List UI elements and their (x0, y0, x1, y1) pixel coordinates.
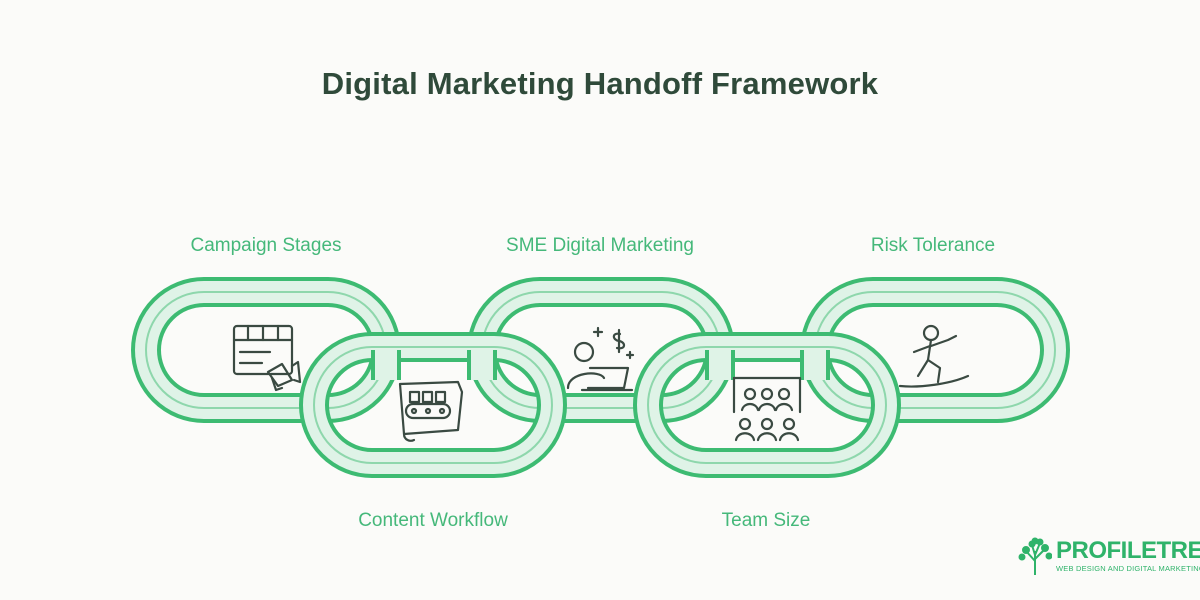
diagram-title: Digital Marketing Handoff Framework (321, 66, 879, 101)
calendar-megaphone-icon (232, 324, 302, 392)
tree-icon (1018, 537, 1052, 575)
profiletree-logo: PROFILETREE WEB DESIGN AND DIGITAL MARKE… (1018, 537, 1200, 577)
label-risk-tolerance: Risk Tolerance (870, 235, 996, 256)
label-team-size: Team Size (721, 510, 811, 531)
team-group-icon (732, 376, 802, 442)
surfer-icon (898, 324, 970, 388)
logo-tagline: WEB DESIGN AND DIGITAL MARKETING (1056, 564, 1200, 573)
chain-link-team-size (633, 332, 901, 478)
label-sme-digital-marketing: SME Digital Marketing (506, 235, 694, 256)
chain-overlaps (371, 350, 830, 380)
label-campaign-stages: Campaign Stages (190, 235, 342, 256)
person-laptop-dollar-icon (566, 326, 635, 392)
chain-link-content-workflow (299, 332, 567, 478)
conveyor-document-icon (398, 380, 464, 442)
label-content-workflow: Content Workflow (358, 510, 508, 531)
logo-name: PROFILETREE (1056, 537, 1200, 564)
